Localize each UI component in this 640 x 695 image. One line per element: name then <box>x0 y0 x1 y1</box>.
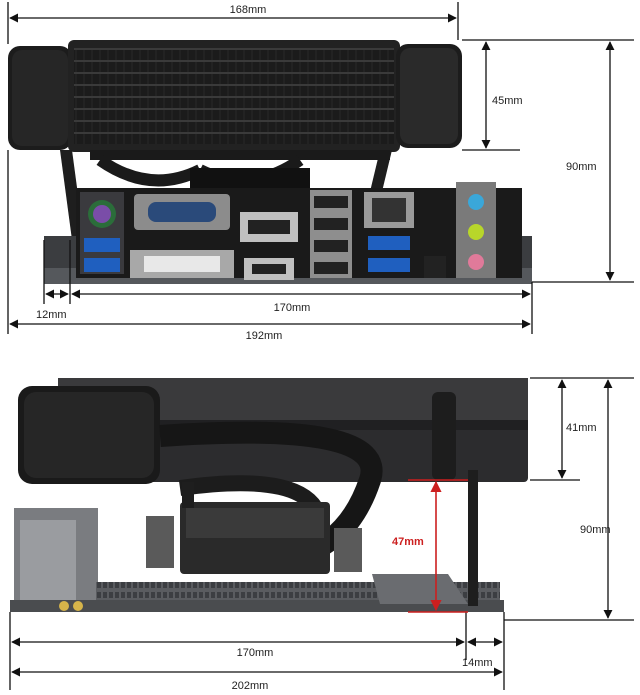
motherboard-io-panel <box>44 182 532 284</box>
radiator-top-view <box>8 40 462 152</box>
bottom-offset-label: 14mm <box>462 657 493 669</box>
bottom-board-width-label: 170mm <box>237 647 274 659</box>
bottom-total-height-label: 90mm <box>580 524 611 536</box>
top-width-label: 168mm <box>230 4 267 16</box>
motherboard-side <box>10 508 504 612</box>
mounting-post <box>468 470 478 606</box>
top-board-width-label: 170mm <box>274 302 311 314</box>
bottom-total-width-label: 202mm <box>232 680 269 692</box>
top-total-height-label: 90mm <box>566 161 597 173</box>
clearance-dimension <box>408 479 468 613</box>
top-total-width-label: 192mm <box>246 330 283 342</box>
clearance-label: 47mm <box>392 536 424 548</box>
top-dimensions <box>7 2 634 334</box>
top-view <box>8 40 532 284</box>
mounting-bracket-top <box>60 150 392 240</box>
pump-block <box>146 502 362 574</box>
radiator-side-view <box>18 378 528 484</box>
bottom-radiator-height-label: 41mm <box>566 422 597 434</box>
bottom-dimensions <box>9 377 634 690</box>
top-radiator-height-label: 45mm <box>492 95 523 107</box>
top-offset-label: 12mm <box>36 309 67 321</box>
bottom-view <box>10 378 528 612</box>
